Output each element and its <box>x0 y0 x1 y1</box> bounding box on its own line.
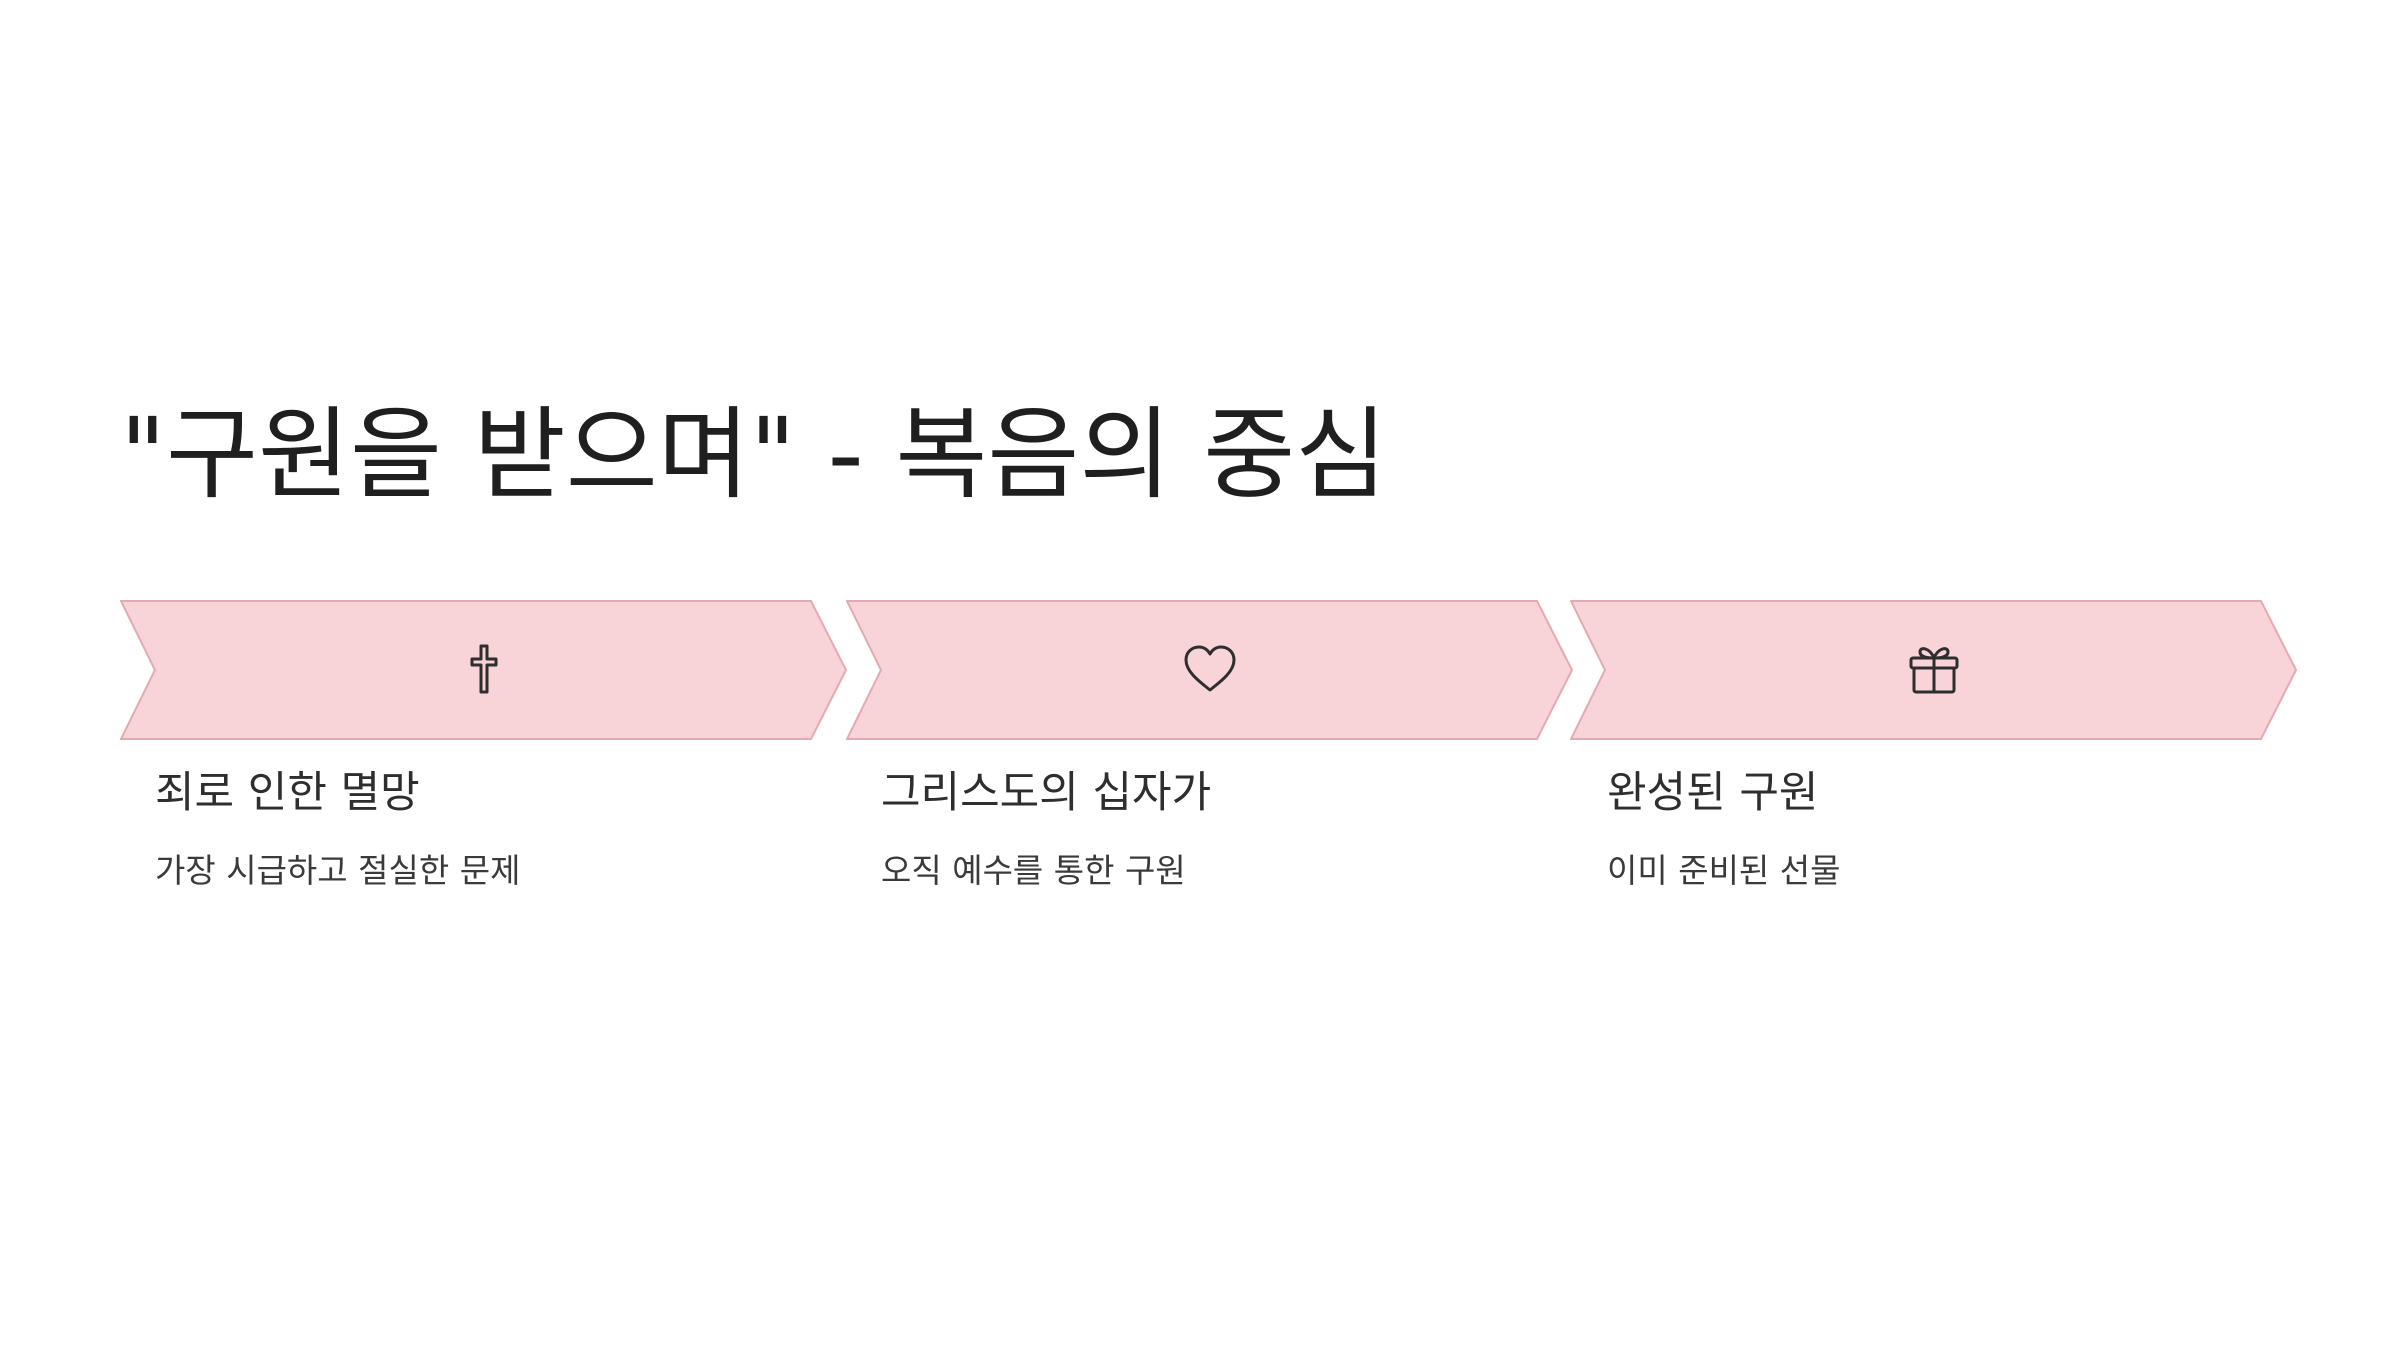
cross-icon <box>454 640 514 700</box>
slide-title: "구원을 받으며" - 복음의 중심 <box>120 396 1388 513</box>
step-2-title: 그리스도의 십자가 <box>881 768 1212 818</box>
step-3-description: 이미 준비된 선물 <box>1607 851 1841 890</box>
step-1-chevron <box>120 600 847 740</box>
chevron-shape <box>846 600 1573 740</box>
heart-icon <box>1180 640 1240 700</box>
step-2-description: 오직 예수를 통한 구원 <box>881 851 1186 890</box>
chevron-shape <box>120 600 847 740</box>
step-1-description: 가장 시급하고 절실한 문제 <box>155 851 521 890</box>
step-1-title: 죄로 인한 멸망 <box>155 768 420 818</box>
step-2-chevron <box>846 600 1573 740</box>
step-3-chevron <box>1570 600 2297 740</box>
gift-icon <box>1904 640 1964 700</box>
step-3-title: 완성된 구원 <box>1607 768 1819 818</box>
